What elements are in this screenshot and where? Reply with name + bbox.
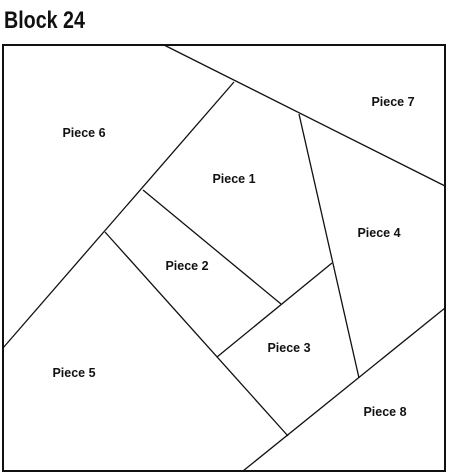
piece-5-label: Piece 5 <box>52 366 95 380</box>
piece-3-label: Piece 3 <box>267 341 310 355</box>
seam-line <box>2 81 235 349</box>
block-border <box>2 44 446 472</box>
block-title: Block 24 <box>4 7 85 34</box>
piece-1-label: Piece 1 <box>212 172 255 186</box>
seam-line <box>298 113 360 379</box>
piece-6-label: Piece 6 <box>62 126 105 140</box>
seam-line <box>216 262 333 358</box>
seam-line <box>104 231 289 437</box>
seam-line <box>163 44 446 187</box>
piece-8-label: Piece 8 <box>363 405 406 419</box>
seam-line <box>142 189 282 305</box>
seam-line <box>242 307 446 472</box>
piece-4-label: Piece 4 <box>357 226 400 240</box>
piece-7-label: Piece 7 <box>371 95 414 109</box>
piece-2-label: Piece 2 <box>165 259 208 273</box>
